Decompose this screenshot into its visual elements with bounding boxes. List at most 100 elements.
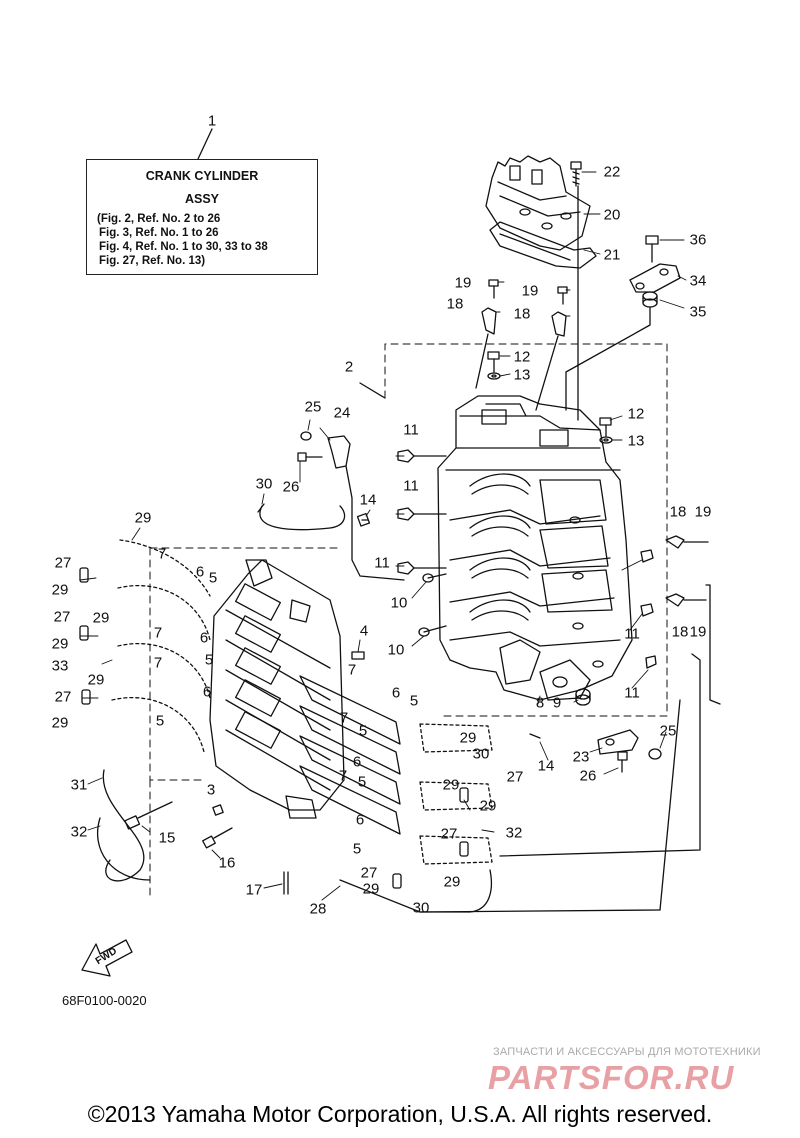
leader-lines: [79, 171, 687, 901]
callout-label: 29: [87, 671, 105, 689]
collar-9-part: [575, 688, 591, 706]
bolt-4-part: [351, 651, 365, 660]
bolt-16-part: [202, 827, 233, 849]
callout-label: 19: [521, 282, 539, 300]
gasket-right-part: [419, 723, 493, 865]
callout-label: 6: [355, 811, 365, 829]
callout-label: 29: [51, 714, 69, 732]
cylinder-block-part: [437, 395, 633, 701]
callout-label: 32: [505, 824, 523, 842]
callout-label: 7: [339, 709, 349, 727]
callout-label: 9: [552, 694, 562, 712]
callout-label: 27: [54, 688, 72, 706]
callout-label: 27: [54, 554, 72, 572]
callout-label: 11: [403, 477, 419, 495]
callout-label: 19: [689, 623, 707, 641]
callout-label: 34: [689, 272, 707, 290]
callout-label: 6: [391, 684, 401, 702]
callout-label: 12: [627, 405, 645, 423]
callout-label: 35: [689, 303, 707, 321]
callout-label: 18: [446, 295, 464, 313]
callout-label: 30: [412, 899, 430, 917]
fwd-arrow-icon: [81, 939, 133, 977]
bracket-23-part: [597, 729, 662, 773]
callout-label: 7: [347, 661, 357, 679]
callout-label: 22: [603, 163, 621, 181]
callout-label: 32: [70, 823, 88, 841]
callout-label: 11: [403, 421, 419, 439]
callout-label: 27: [506, 768, 524, 786]
callout-label: 18: [671, 623, 689, 641]
callout-label: 27: [53, 608, 71, 626]
callout-label: 30: [472, 745, 490, 763]
callout-label: 13: [513, 366, 531, 384]
dowel-pin-27-part: [79, 567, 469, 889]
bolt-22-part: [570, 161, 582, 187]
diagram-code: 68F0100-0020: [62, 993, 147, 1008]
callout-label: 16: [218, 854, 236, 872]
callout-label: 10: [390, 594, 408, 612]
callout-label: 17: [245, 881, 263, 899]
bolt-19-part: [488, 279, 568, 305]
callout-label: 27: [360, 864, 378, 882]
callout-label: 6: [199, 629, 209, 647]
callout-label: 5: [357, 773, 367, 791]
callout-label: 31: [70, 776, 88, 794]
legend-title-line1: CRANK CYLINDER: [145, 169, 259, 183]
fitting-11-part: [397, 449, 657, 669]
callout-label: 29: [51, 581, 69, 599]
callout-label: 29: [92, 609, 110, 627]
legend-line-3: Fig. 4, Ref. No. 1 to 30, 33 to 38: [99, 241, 268, 253]
callout-legend-ref: 1: [207, 112, 217, 130]
callout-label: 29: [362, 880, 380, 898]
legend-title-line2: ASSY: [184, 192, 220, 206]
callout-label: 6: [202, 683, 212, 701]
callout-label: 6: [195, 563, 205, 581]
callout-label: 27: [440, 825, 458, 843]
callout-label: 29: [134, 509, 152, 527]
hose-31-part: [102, 769, 145, 882]
callout-label: 8: [535, 694, 545, 712]
exhaust-gasket-part: [489, 221, 597, 269]
callout-label: 26: [579, 767, 597, 785]
legend-leader-line: [197, 128, 213, 160]
legend-line-2: Fig. 3, Ref. No. 1 to 26: [99, 227, 219, 239]
callout-label: 29: [459, 729, 477, 747]
copyright-notice: ©2013 Yamaha Motor Corporation, U.S.A. A…: [87, 1101, 713, 1127]
bolt-36-part: [645, 235, 659, 263]
bracket-34-part: [629, 263, 681, 293]
callout-label: 26: [282, 478, 300, 496]
callout-label: 12: [513, 348, 531, 366]
bolt-15-part: [124, 801, 173, 830]
callout-label: 29: [443, 873, 461, 891]
callout-label: 5: [208, 569, 218, 587]
callout-label: 4: [359, 622, 369, 640]
plug-10-part: [418, 573, 447, 637]
callout-label: 25: [659, 722, 677, 740]
callout-label: 15: [158, 829, 176, 847]
callout-label: 11: [624, 684, 640, 702]
callout-label: 20: [603, 206, 621, 224]
callout-label: 14: [359, 491, 377, 509]
watermark-logo: PARTSFOR.RU: [488, 1059, 735, 1096]
callout-label: 29: [479, 797, 497, 815]
reed-valve-part: [299, 675, 401, 835]
dowel-3-part: [212, 804, 224, 816]
callout-label: 24: [333, 404, 351, 422]
exhaust-cover-part: [485, 155, 591, 251]
callout-label: 11: [624, 625, 640, 643]
hose-32-part: [96, 817, 151, 881]
callout-label: 7: [153, 624, 163, 642]
callout-label: 11: [374, 554, 390, 572]
callout-label: 7: [157, 545, 167, 563]
callout-label: 5: [352, 840, 362, 858]
callout-label: 28: [309, 900, 327, 918]
callout-label: 14: [537, 757, 555, 775]
callout-label: 33: [51, 657, 69, 675]
callout-label: 2: [344, 358, 354, 376]
fitting-24-part: [297, 431, 351, 469]
callout-label: 29: [442, 776, 460, 794]
callout-label: 19: [454, 274, 472, 292]
callout-label: 21: [603, 246, 621, 264]
